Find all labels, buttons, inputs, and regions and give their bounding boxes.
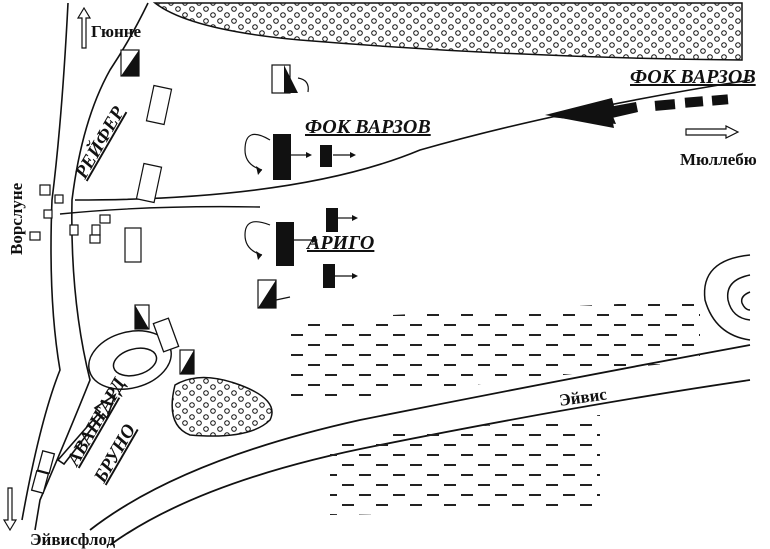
arigo-block-2 [326,208,338,232]
arigo-block-1 [276,222,294,266]
cavalry-flag-icon [257,279,277,309]
outline-up-arrow-icon [76,6,92,49]
cavalry-flag-icon [179,349,195,375]
place-vorslune: Ворслуне [7,182,26,255]
road-to-myullebyu [74,79,751,201]
cavalry-flag-icon [271,64,298,94]
unit-fok-varzov-center: ФОК ВАРЗОВ [305,116,431,138]
road-to-vorslune [59,205,261,215]
village-buildings [29,84,173,263]
river-label: Эйвис [558,384,608,410]
unit-fok-varzov-top: ФОК ВАРЗОВ [630,66,756,88]
forest-north [152,2,743,61]
advance-arrow-icon [56,393,117,466]
place-eyvisflod: Эйвисфлод [30,530,116,549]
fok-varzov-block-1 [273,134,291,180]
road-west-edge-left [21,2,69,521]
advance-arrow-icon [545,94,729,128]
movement-arrows [244,77,352,301]
hill-west-inner [112,347,158,377]
place-myullebyu: Мюллебю [680,150,757,169]
forest-south [171,376,273,437]
outline-down-arrow-icon [2,487,18,532]
arigo-block-3 [323,264,335,288]
cavalry-flag-icon [134,304,150,330]
outline-right-arrow-icon [685,125,740,139]
marsh-north [290,300,700,405]
marsh-south [330,415,600,515]
unit-arigo: АРИГО [305,232,374,254]
hill-east-top [740,291,751,311]
hill-east [703,254,751,341]
cavalry-flag-icon [120,49,140,77]
unit-reifer: РЕЙФЕР [69,102,129,184]
bruno-column [30,317,180,495]
fok-varzov-block-2 [320,145,332,167]
hill-east-inner [726,274,751,321]
place-gyunne: Гюнне [91,22,142,41]
